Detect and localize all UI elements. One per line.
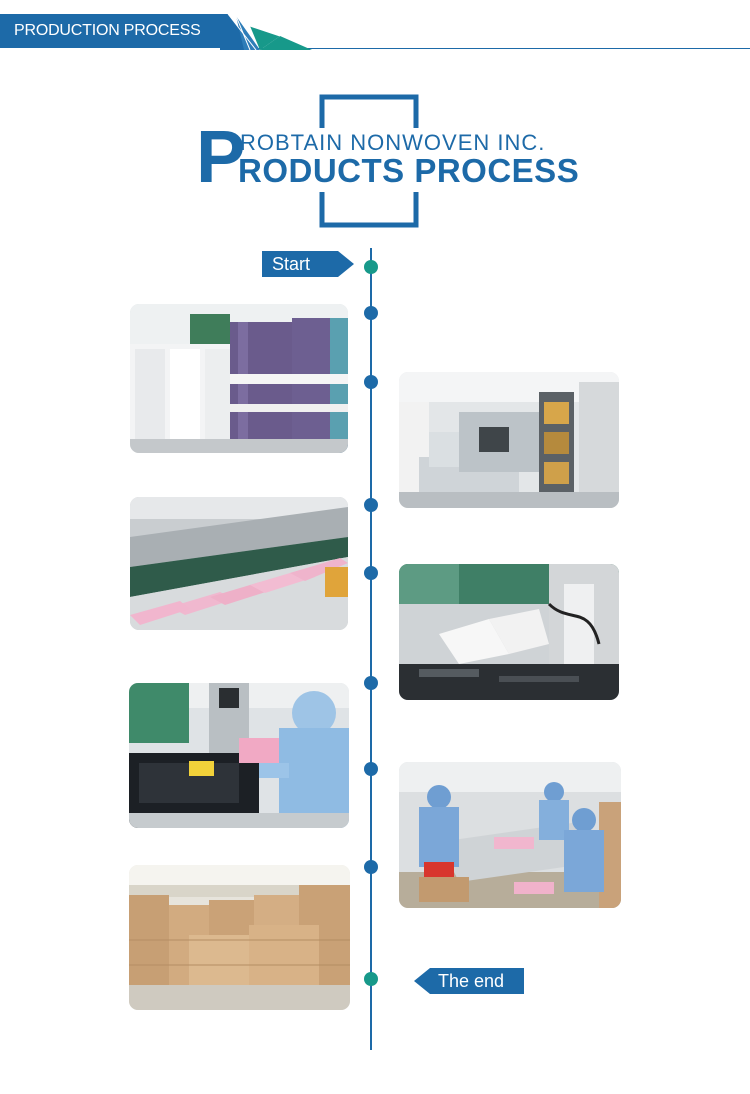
title-big-letter: P	[196, 115, 246, 198]
timeline-dot	[364, 762, 378, 776]
timeline-dot	[364, 375, 378, 389]
mask-machine-photo	[399, 372, 619, 508]
pink-mask-conveyor-photo	[130, 497, 348, 630]
title-frame-deco	[319, 94, 419, 228]
header-label: PRODUCTION PROCESS	[14, 22, 201, 39]
ear-loop-welding-photo	[399, 564, 619, 700]
start-tag: Start	[262, 251, 354, 277]
timeline-dot	[364, 498, 378, 512]
timeline-dot-end	[364, 972, 378, 986]
page-title: RODUCTS PROCESS	[238, 152, 580, 189]
header-rule	[228, 48, 750, 49]
header-triangle-deco	[220, 13, 312, 51]
company-name: ROBTAIN NONWOVEN INC.	[240, 130, 546, 155]
header-banner	[0, 14, 228, 48]
timeline-dot	[364, 860, 378, 874]
end-tag: The end	[414, 968, 524, 994]
warehouse-boxes-photo	[129, 865, 350, 1010]
welding-worker-photo	[129, 683, 349, 828]
timeline-dot	[364, 566, 378, 580]
timeline-dot-start	[364, 260, 378, 274]
timeline-dot	[364, 676, 378, 690]
packing-workers-photo	[399, 762, 621, 908]
timeline-dot	[364, 306, 378, 320]
fabric-rolls-photo	[130, 304, 348, 453]
timeline-axis	[370, 248, 372, 1050]
